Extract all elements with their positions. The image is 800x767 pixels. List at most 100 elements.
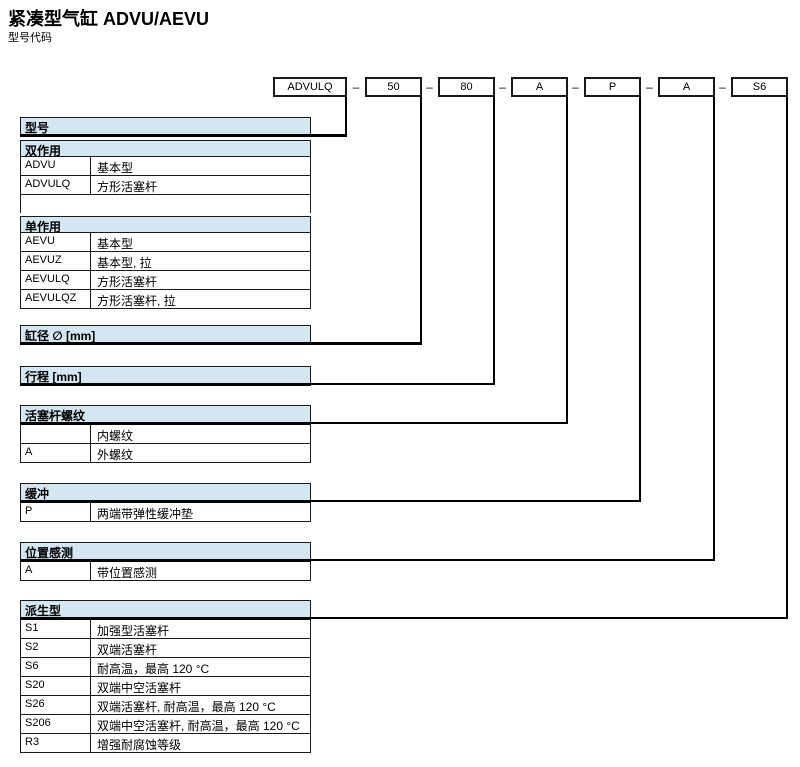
- row-desc: 耐高温，最高 120 °C: [97, 662, 210, 676]
- subheader-single-acting: 单作用: [20, 216, 311, 234]
- row-desc: 双端中空活塞杆, 耐高温，最高 120 °C: [97, 719, 300, 733]
- header-divider: [20, 383, 311, 386]
- row-desc: 带位置感测: [97, 566, 158, 580]
- connector-cushioning-hline: [311, 500, 641, 502]
- connector-position-sensing-hline: [311, 559, 715, 561]
- row-desc: 双端活塞杆, 耐高温，最高 120 °C: [97, 700, 276, 714]
- row-desc: 两端带弹性缓冲垫: [97, 507, 194, 521]
- row-code: AEVULQZ: [21, 290, 91, 308]
- section-bore: 缸径 ∅ [mm]: [20, 325, 311, 345]
- section-header-variants: 派生型: [20, 600, 311, 618]
- row-code: AEVU: [21, 233, 91, 251]
- code-box-rod-thread: A: [511, 77, 568, 97]
- header-divider: [20, 422, 311, 425]
- header-divider: [20, 500, 311, 503]
- row-desc: 外螺纹: [97, 448, 134, 462]
- code-separator: –: [499, 80, 506, 94]
- table-row: ADVU 基本型: [20, 157, 311, 176]
- table-row: AEVULQ 方形活塞杆: [20, 271, 311, 290]
- row-code: R3: [21, 734, 91, 752]
- table-row: AEVULQZ 方形活塞杆, 拉: [20, 290, 311, 309]
- section-header-stroke: 行程 [mm]: [20, 366, 311, 384]
- header-divider: [20, 559, 311, 562]
- row-desc: 基本型, 拉: [97, 256, 152, 270]
- section-header-cushioning: 缓冲: [20, 483, 311, 501]
- table-row: 内螺纹: [20, 425, 311, 444]
- table-row: S1 加强型活塞杆: [20, 620, 311, 639]
- spacer-row: [20, 195, 311, 213]
- code-separator: –: [646, 80, 653, 94]
- code-box-variant: S6: [731, 77, 788, 97]
- section-model: 型号 双作用 ADVU 基本型 ADVULQ 方形活塞杆 单作用 AEVU 基本…: [20, 117, 311, 309]
- connector-cushioning-vline: [639, 97, 641, 502]
- row-code: A: [21, 562, 91, 580]
- connector-rod-thread-vline: [566, 97, 568, 424]
- section-position-sensing: 位置感测 A 带位置感测: [20, 542, 311, 581]
- row-desc: 方形活塞杆: [97, 275, 158, 289]
- code-separator: –: [719, 80, 726, 94]
- table-row: ADVULQ 方形活塞杆: [20, 176, 311, 195]
- row-code: S6: [21, 658, 91, 676]
- section-stroke: 行程 [mm]: [20, 366, 311, 386]
- code-box-position-sensing: A: [658, 77, 715, 97]
- connector-stroke-hline: [311, 383, 495, 385]
- section-rod-thread: 活塞杆螺纹 内螺纹 A 外螺纹: [20, 405, 311, 463]
- row-desc: 内螺纹: [97, 429, 134, 443]
- table-row: A 外螺纹: [20, 444, 311, 463]
- row-desc: 基本型: [97, 161, 134, 175]
- table-row: S6 耐高温，最高 120 °C: [20, 658, 311, 677]
- row-desc: 加强型活塞杆: [97, 624, 170, 638]
- connector-model-hline: [311, 134, 347, 137]
- row-code: S20: [21, 677, 91, 695]
- section-header-bore: 缸径 ∅ [mm]: [20, 325, 311, 343]
- section-header-position-sensing: 位置感测: [20, 542, 311, 560]
- table-row: AEVU 基本型: [20, 233, 311, 252]
- connector-stroke-vline: [493, 97, 495, 385]
- row-code: AEVUZ: [21, 252, 91, 270]
- row-desc: 方形活塞杆, 拉: [97, 294, 176, 308]
- section-variants: 派生型 S1 加强型活塞杆 S2 双端活塞杆 S6 耐高温，最高 120 °C …: [20, 600, 311, 753]
- header-divider: [20, 342, 311, 345]
- connector-variant-hline: [311, 617, 788, 619]
- row-code: [21, 425, 91, 443]
- row-desc: 增强耐腐蚀等级: [97, 738, 182, 752]
- table-row: S2 双端活塞杆: [20, 639, 311, 658]
- row-code: P: [21, 503, 91, 521]
- row-code: AEVULQ: [21, 271, 91, 289]
- table-row: S20 双端中空活塞杆: [20, 677, 311, 696]
- header-divider: [20, 134, 311, 137]
- row-code: S26: [21, 696, 91, 714]
- code-box-stroke: 80: [438, 77, 495, 97]
- table-row: S206 双端中空活塞杆, 耐高温，最高 120 °C: [20, 715, 311, 734]
- code-box-cushioning: P: [584, 77, 641, 97]
- section-cushioning: 缓冲 P 两端带弹性缓冲垫: [20, 483, 311, 522]
- code-separator: –: [426, 80, 433, 94]
- subheader-double-acting: 双作用: [20, 140, 311, 158]
- connector-bore-vline: [420, 97, 422, 345]
- spacer-cell: [21, 195, 25, 213]
- code-separator: –: [572, 80, 579, 94]
- code-box-model: ADVULQ: [273, 77, 347, 97]
- table-row: S26 双端活塞杆, 耐高温，最高 120 °C: [20, 696, 311, 715]
- header-divider: [20, 617, 311, 620]
- table-row: R3 增强耐腐蚀等级: [20, 734, 311, 753]
- connector-rod-thread-hline: [311, 422, 568, 424]
- code-separator: –: [352, 80, 360, 94]
- row-desc: 方形活塞杆: [97, 180, 158, 194]
- connector-bore-hline: [311, 342, 422, 345]
- table-row: A 带位置感测: [20, 562, 311, 581]
- row-desc: 基本型: [97, 237, 134, 251]
- row-code: S1: [21, 620, 91, 638]
- row-desc: 双端中空活塞杆: [97, 681, 182, 695]
- row-code: ADVU: [21, 157, 91, 175]
- row-code: S206: [21, 715, 91, 733]
- connector-position-sensing-vline: [713, 97, 715, 561]
- row-code: A: [21, 444, 91, 462]
- connector-variant-vline: [786, 97, 788, 619]
- table-row: P 两端带弹性缓冲垫: [20, 503, 311, 522]
- row-code: ADVULQ: [21, 176, 91, 194]
- section-header-rod-thread: 活塞杆螺纹: [20, 405, 311, 423]
- page-title: 紧凑型气缸 ADVU/AEVU: [8, 9, 210, 29]
- page-subtitle: 型号代码: [8, 32, 52, 44]
